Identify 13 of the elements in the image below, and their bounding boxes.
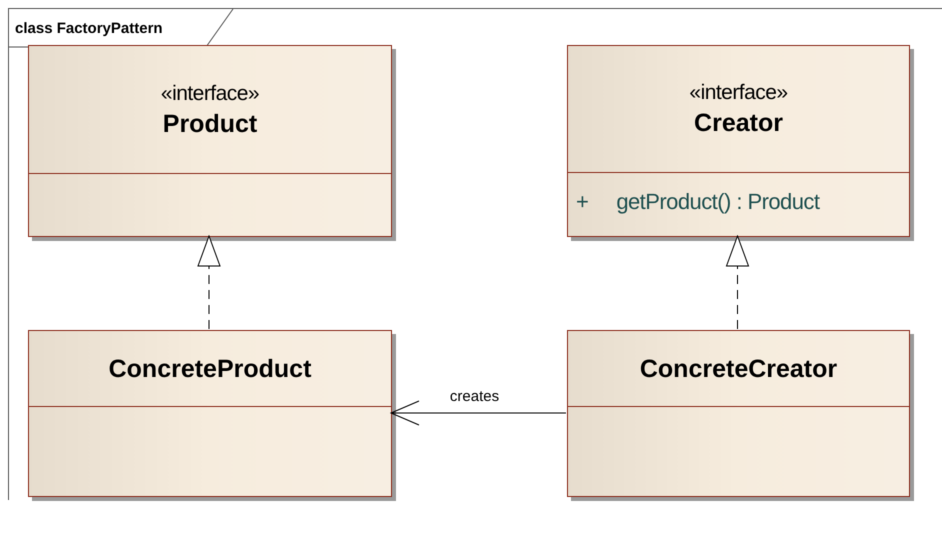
realization-arrow xyxy=(198,236,220,330)
class-name: ConcreteProduct xyxy=(108,354,312,384)
stereotype: «interface» xyxy=(689,80,788,106)
stereotype: «interface» xyxy=(160,80,260,106)
association-arrow xyxy=(390,400,566,426)
visibility-marker: + xyxy=(576,188,588,216)
frame-label: class FactoryPattern xyxy=(15,19,163,39)
diagram-frame xyxy=(8,8,942,500)
class-name: Product xyxy=(162,108,258,140)
class-name: ConcreteCreator xyxy=(640,354,838,384)
class-name: Creator xyxy=(694,108,783,139)
operation-text: getProduct() : Product xyxy=(616,188,820,216)
realization-arrow xyxy=(726,236,749,330)
